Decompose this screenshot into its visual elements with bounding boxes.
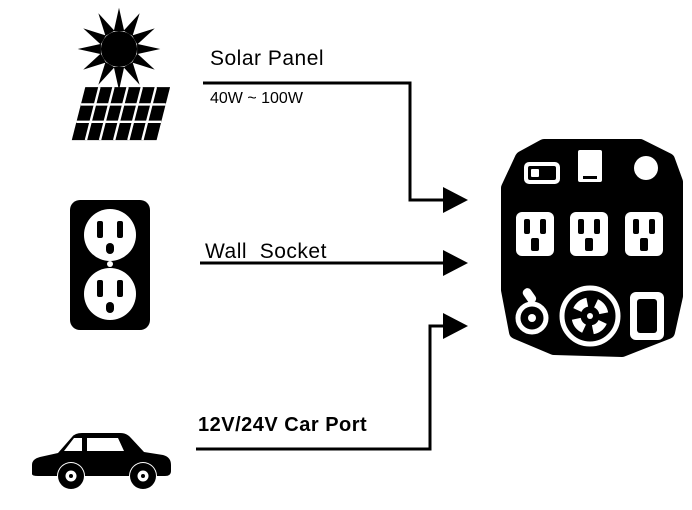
round-button-icon [634,156,658,180]
arrow-right-icon [443,250,468,276]
power-station-icon [501,139,683,357]
arrow-right-icon [443,313,468,339]
wall-socket-label: Wall Socket [205,240,327,263]
car-port-label: 12V/24V Car Port [198,414,368,436]
power-switch-icon [524,162,560,184]
breaker-port-icon [578,150,602,182]
solar-wattage-label: 40W ~ 100W [210,90,303,107]
fan-icon [559,285,621,347]
dc-output-port-icon [630,292,664,340]
sun-icon [77,7,161,91]
dc-jack-icon [515,288,549,335]
solar-connector-line [203,81,444,202]
ac-outlet-icon [570,212,608,256]
solar-panel-icon [71,86,171,141]
wall-socket-icon [70,200,150,330]
arrow-right-icon [443,187,468,213]
car-icon [32,433,171,489]
solar-panel-label: Solar Panel [210,47,325,70]
car-connector-line [196,324,444,451]
ac-outlet-icon [625,212,663,256]
ac-outlet-icon [516,212,554,256]
